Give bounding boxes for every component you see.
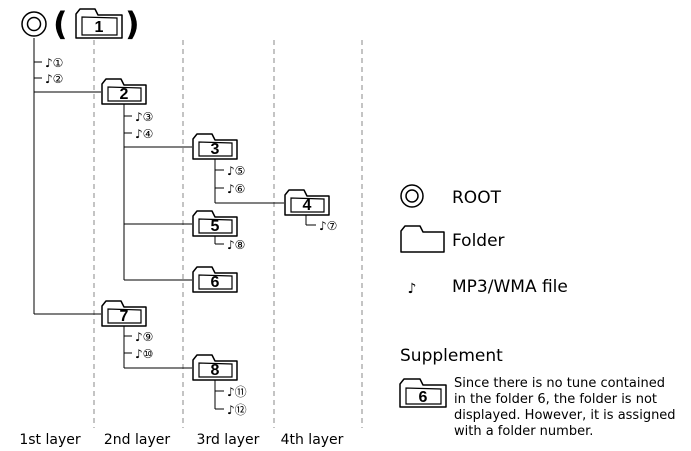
supplement-folder-number: 6 [419,389,428,406]
folder-icon [101,78,147,105]
folder-icon [192,266,238,293]
layer-separators [93,40,363,428]
tree-connectors [33,38,316,410]
folder-5: 5 [192,210,238,237]
supplement-folder-icon [399,378,447,408]
root-folder-number: 1 [95,19,104,36]
folder-number: 4 [303,197,312,214]
file-m2: ♪② [45,72,63,86]
file-m9: ♪⑨ [135,330,153,344]
folder-number: 6 [211,274,220,291]
legend-root-label: ROOT [452,188,502,208]
supplement-line-2: in the folder 6, the folder is not [454,392,657,407]
layer-label-1: 1st layer [19,432,81,448]
legend-root-icon [400,184,424,208]
file-m11: ♪⑪ [227,385,247,399]
folder-4: 4 [284,189,330,216]
folder-icon [101,300,147,327]
folder-icon [192,133,238,160]
root-node: ( 1 ) [21,5,140,43]
folder-icon [192,354,238,381]
file-m1: ♪① [45,56,63,70]
folders: 2 3 4 5 6 7 8 [101,78,330,381]
legend: ROOT Folder ♪ MP3/WMA file [400,184,568,297]
supplement-line-3: displayed. However, it is assigned [454,408,676,423]
root-icon [21,11,47,37]
legend-folder-icon [400,225,445,253]
folder-icon [284,189,330,216]
legend-folder-label: Folder [452,231,505,251]
folder-number: 2 [120,86,129,103]
supplement-line-1: Since there is no tune contained [454,376,665,391]
supplement: Supplement 6 Since there is no tune cont… [399,346,676,439]
legend-file-icon: ♪ [408,281,417,297]
layer-label-2: 2nd layer [104,432,170,448]
file-m5: ♪⑤ [227,164,245,178]
folder-8: 8 [192,354,238,381]
legend-file-label: MP3/WMA file [452,277,568,297]
supplement-title: Supplement [400,346,503,366]
files: ♪① ♪② ♪③ ♪④ ♪⑤ ♪⑥ ♪⑦ ♪⑧ ♪⑨ ♪⑩ ♪⑪ ♪⑫ [45,56,337,417]
file-m12: ♪⑫ [227,403,247,417]
file-m10: ♪⑩ [135,347,153,361]
supplement-line-4: with a folder number. [454,424,593,439]
folder-7: 7 [101,300,147,327]
layer-labels: 1st layer 2nd layer 3rd layer 4th layer [19,432,343,448]
file-m3: ♪③ [135,110,153,124]
file-m6: ♪⑥ [227,182,245,196]
file-m8: ♪⑧ [227,238,245,252]
folder-number: 8 [211,362,220,379]
folder-number: 5 [211,218,220,235]
folder-3: 3 [192,133,238,160]
folder-number: 3 [211,141,220,158]
folder-6: 6 [192,266,238,293]
file-m7: ♪⑦ [319,219,337,233]
folder-icon [192,210,238,237]
layer-label-4: 4th layer [281,432,344,448]
root-paren-open: ( [53,5,68,43]
root-paren-close: ) [125,5,140,43]
folder-2: 2 [101,78,147,105]
file-m4: ♪④ [135,127,153,141]
layer-label-3: 3rd layer [197,432,260,448]
folder-number: 7 [120,308,129,325]
root-folder-icon [75,8,123,39]
